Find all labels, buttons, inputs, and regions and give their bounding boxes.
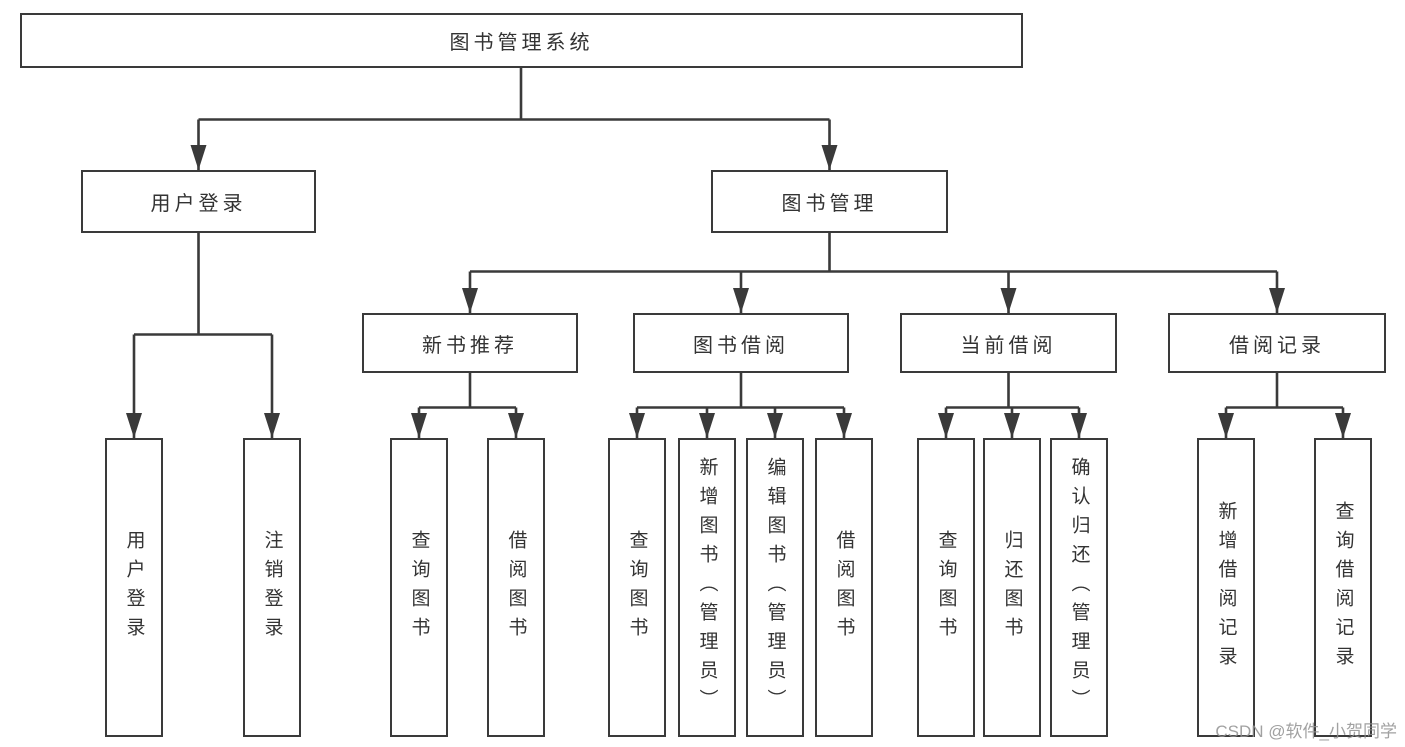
arrowheads-level2 <box>190 145 838 170</box>
node-book-management: 图书管理 <box>711 170 948 233</box>
node-book-borrowing-label: 图书借阅 <box>693 334 789 357</box>
connector-user-login-children <box>132 233 274 438</box>
node-confirm-return-admin-label: 确认归还（管理员） <box>1068 457 1090 718</box>
arrowheads-borrow-record-children <box>1218 413 1351 438</box>
node-logout-label: 注销登录 <box>261 529 283 646</box>
node-query-borrow-record-label: 查询借阅记录 <box>1332 500 1354 675</box>
node-current-borrowing: 当前借阅 <box>900 313 1117 373</box>
connector-new-book-children <box>417 373 518 438</box>
node-return-books-label: 归还图书 <box>1001 529 1023 646</box>
node-new-book-recommend-label: 新书推荐 <box>422 334 518 357</box>
node-user-login-leaf-label: 用户登录 <box>123 529 145 646</box>
node-add-borrow-record: 新增借阅记录 <box>1197 438 1255 737</box>
node-return-books: 归还图书 <box>983 438 1041 737</box>
node-logout: 注销登录 <box>243 438 301 737</box>
node-borrow-books-recommend: 借阅图书 <box>487 438 545 737</box>
node-book-borrowing: 图书借阅 <box>633 313 849 373</box>
connector-book-mgmt-to-level3 <box>468 233 1279 313</box>
node-query-books-recommend: 查询图书 <box>390 438 448 737</box>
node-user-login: 用户登录 <box>81 170 316 233</box>
node-new-book-recommend: 新书推荐 <box>362 313 578 373</box>
connector-root-to-level2 <box>197 68 831 170</box>
node-user-login-leaf: 用户登录 <box>105 438 163 737</box>
arrowheads-new-book-children <box>411 413 524 438</box>
arrowheads-book-borrow-children <box>629 413 852 438</box>
node-borrow-books-leaf-label: 借阅图书 <box>833 529 855 646</box>
node-confirm-return-admin: 确认归还（管理员） <box>1050 438 1108 737</box>
node-user-login-label: 用户登录 <box>150 193 247 215</box>
node-query-books-borrow-label: 查询图书 <box>626 529 648 646</box>
node-borrow-books-leaf: 借阅图书 <box>815 438 873 737</box>
connector-borrow-record-children <box>1224 373 1345 438</box>
node-root-label: 图书管理系统 <box>449 32 594 54</box>
arrowheads-current-borrow-children <box>938 413 1087 438</box>
node-current-borrowing-label: 当前借阅 <box>960 334 1057 357</box>
arrowheads-user-login-children <box>126 413 280 438</box>
node-book-management-label: 图书管理 <box>781 193 878 215</box>
node-borrow-records: 借阅记录 <box>1168 313 1386 373</box>
node-edit-book-admin-label: 编辑图书（管理员） <box>764 457 786 718</box>
node-add-book-admin-label: 新增图书（管理员） <box>696 457 718 718</box>
arrowheads-level3 <box>462 288 1285 313</box>
connector-book-borrow-children <box>635 373 846 438</box>
node-query-books-current-label: 查询图书 <box>935 529 957 646</box>
csdn-watermark: CSDN @软件_小贺同学 <box>1215 722 1397 741</box>
node-query-books-recommend-label: 查询图书 <box>408 529 430 646</box>
node-root: 图书管理系统 <box>20 13 1023 68</box>
node-query-borrow-record: 查询借阅记录 <box>1314 438 1372 737</box>
node-add-book-admin: 新增图书（管理员） <box>678 438 736 737</box>
node-edit-book-admin: 编辑图书（管理员） <box>746 438 804 737</box>
node-borrow-books-recommend-label: 借阅图书 <box>505 529 527 646</box>
node-query-books-borrow: 查询图书 <box>608 438 666 737</box>
node-add-borrow-record-label: 新增借阅记录 <box>1215 500 1237 675</box>
node-query-books-current: 查询图书 <box>917 438 975 737</box>
node-borrow-records-label: 借阅记录 <box>1229 334 1325 357</box>
